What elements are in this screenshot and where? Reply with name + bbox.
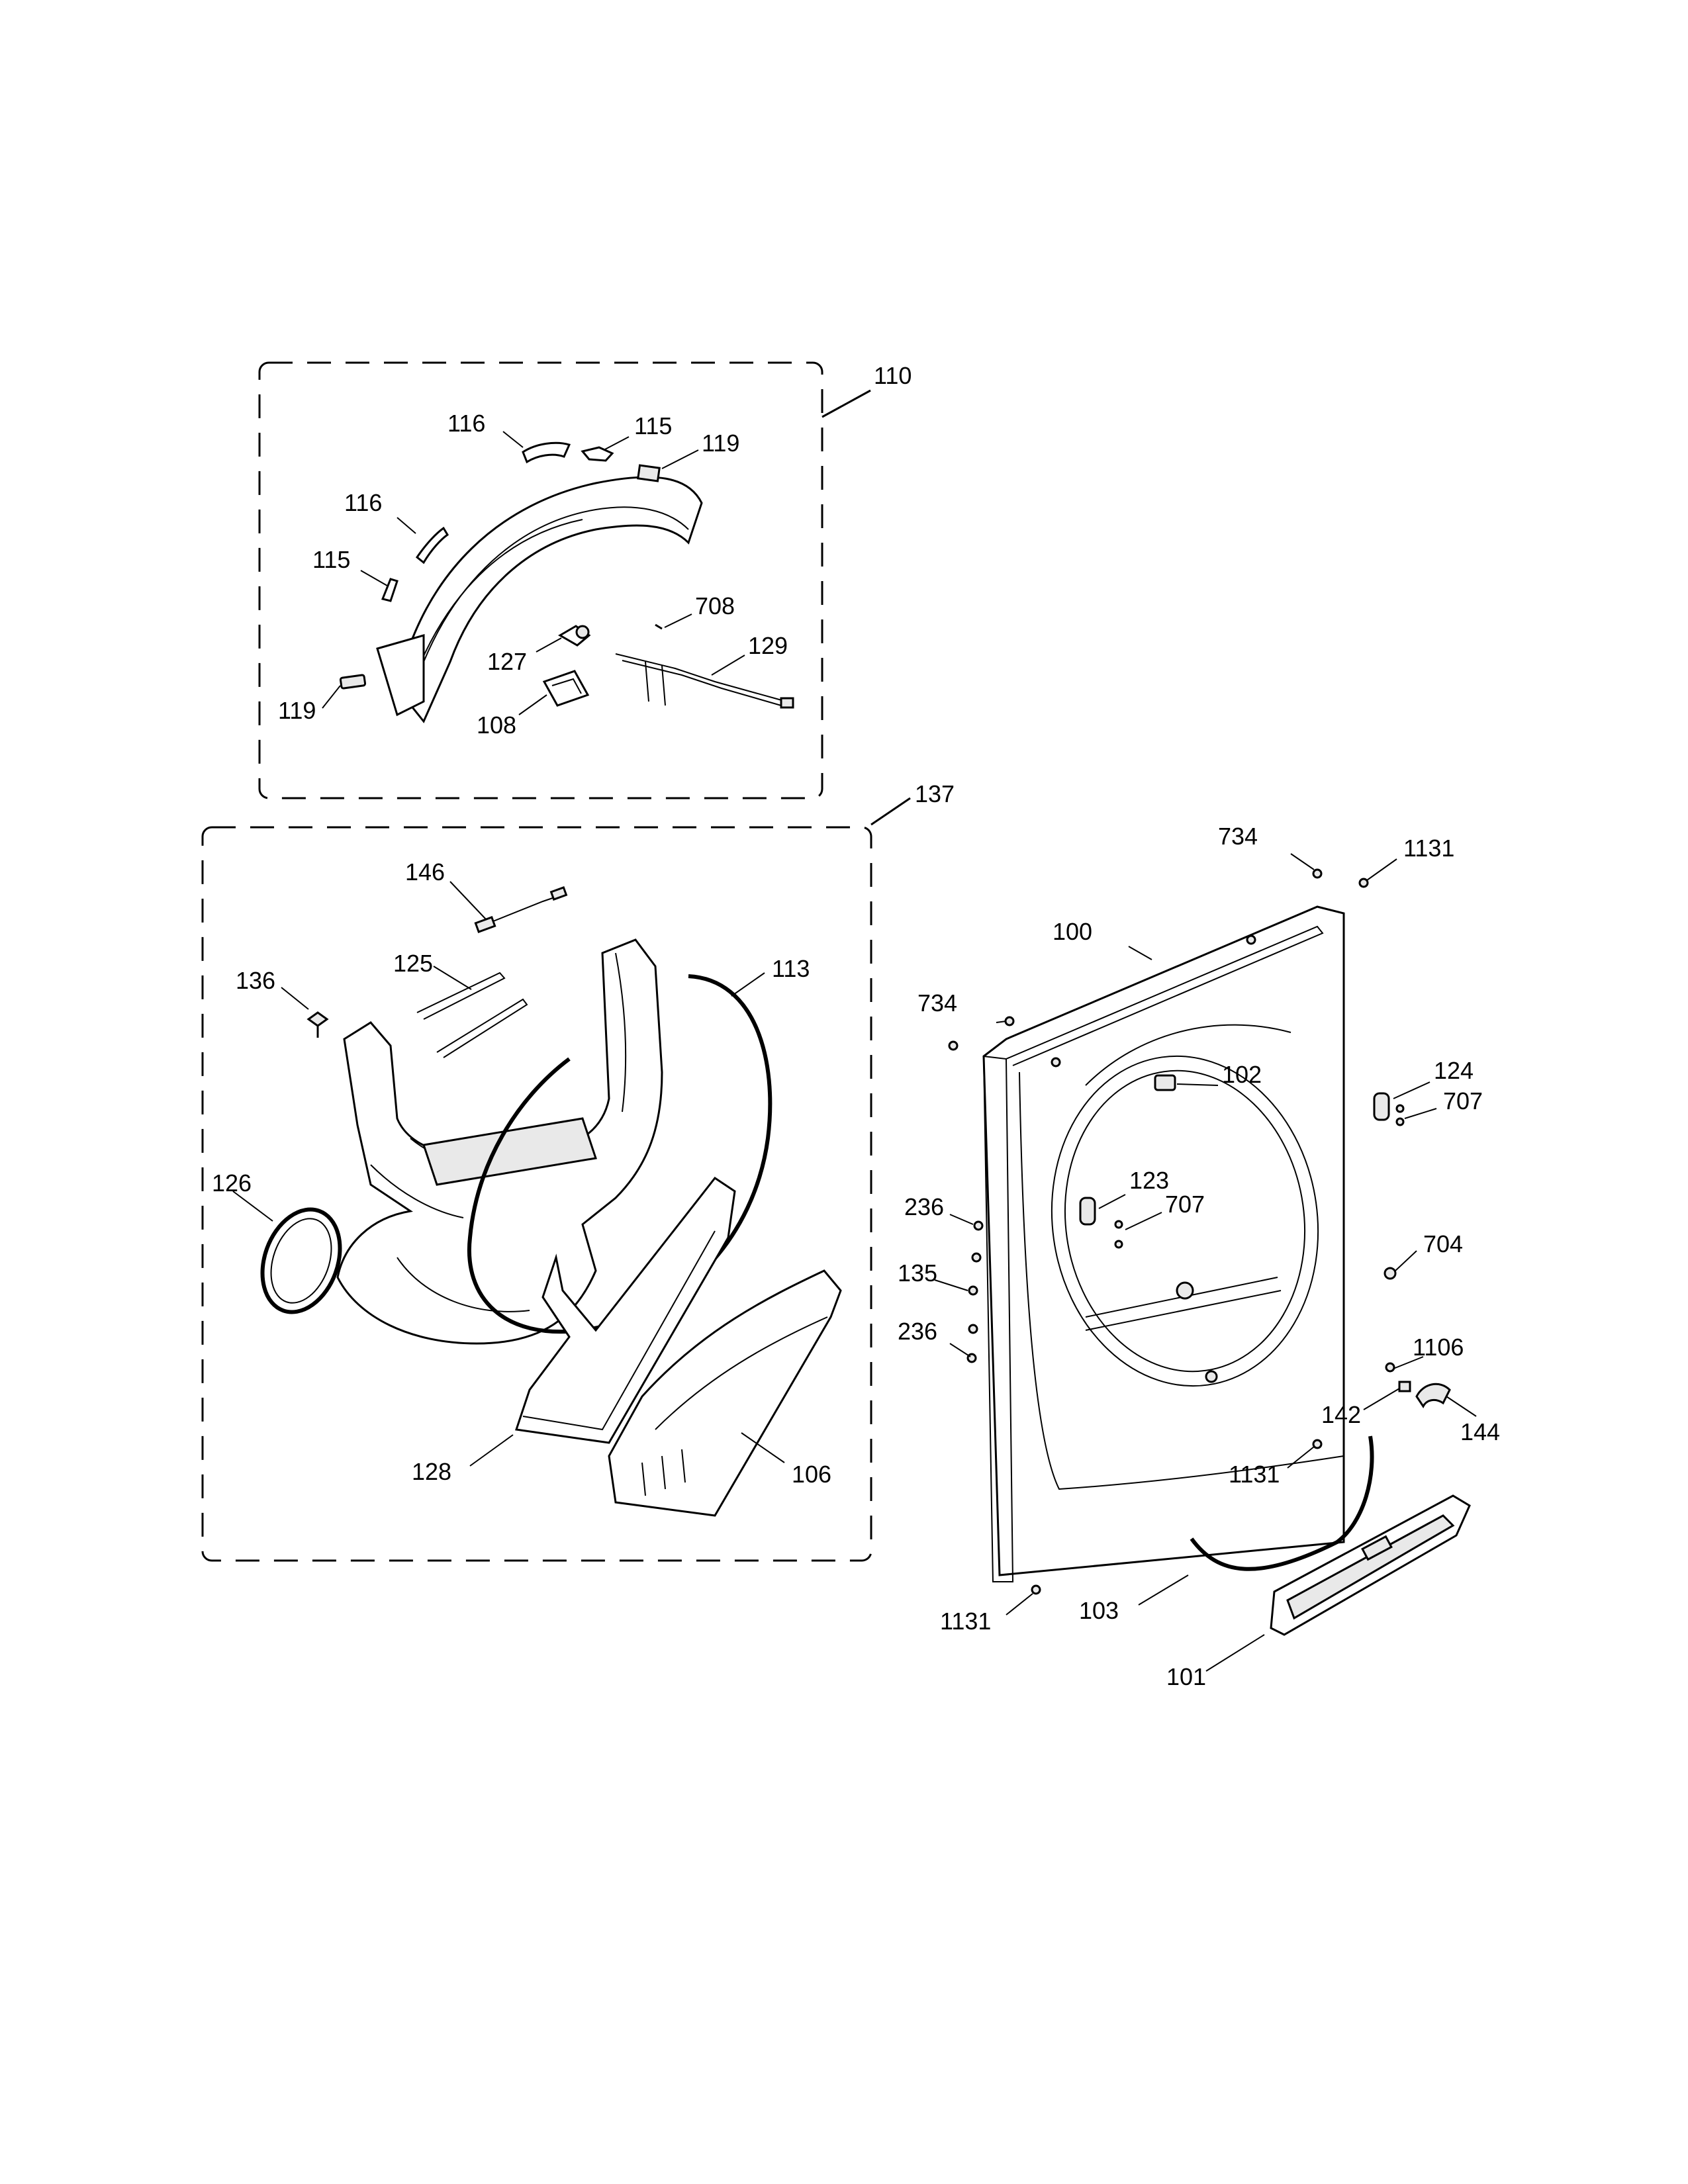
- callout-110: 110: [874, 362, 912, 389]
- part-119-bottom: [339, 674, 367, 690]
- part-708-screw: [655, 623, 663, 630]
- callout-707: 707: [1443, 1087, 1483, 1115]
- callout-707: 707: [1165, 1191, 1205, 1218]
- callout-labels: 110 116 115 119 116 115 708 127 129 119 …: [212, 362, 1500, 1690]
- callout-125: 125: [393, 950, 433, 977]
- callout-146: 146: [405, 858, 445, 886]
- callout-127: 127: [487, 648, 527, 675]
- part-136-fastener: [306, 1011, 329, 1038]
- duct-upper-part: [376, 476, 703, 723]
- callout-137: 137: [915, 780, 955, 807]
- part-129-harness: [615, 653, 794, 709]
- part-146-sensor: [474, 886, 568, 933]
- callout-126: 126: [212, 1169, 252, 1197]
- part-108-bracket: [542, 670, 590, 707]
- callout-136: 136: [236, 967, 275, 994]
- part-103-trim: [1190, 1435, 1374, 1571]
- callout-135: 135: [898, 1259, 937, 1287]
- part-119-top: [637, 464, 661, 482]
- part-124-strike: [1373, 1092, 1390, 1121]
- group-137-box: [201, 797, 911, 1562]
- callout-1131: 1131: [1403, 835, 1454, 862]
- part-101-dispenser: [1270, 1494, 1471, 1636]
- leaders-110: [322, 431, 745, 715]
- callout-101: 101: [1166, 1663, 1206, 1690]
- leaders-137: [232, 881, 785, 1467]
- callout-116: 116: [447, 410, 485, 437]
- callout-106: 106: [792, 1461, 831, 1488]
- callout-144: 144: [1460, 1418, 1500, 1445]
- callout-102: 102: [1222, 1061, 1262, 1088]
- callout-236: 236: [904, 1193, 944, 1220]
- part-115-top: [581, 446, 614, 462]
- screws: [948, 868, 1405, 1595]
- callout-129: 129: [748, 632, 788, 659]
- callout-142: 142: [1321, 1401, 1361, 1428]
- part-115-left: [381, 578, 399, 602]
- part-116-left: [415, 526, 449, 565]
- callout-115: 115: [634, 412, 672, 439]
- part-116-top: [522, 441, 571, 464]
- callout-704: 704: [1423, 1230, 1463, 1257]
- part-123-strike: [1079, 1197, 1096, 1226]
- callout-236: 236: [898, 1318, 937, 1345]
- callout-123: 123: [1129, 1167, 1169, 1194]
- callout-119: 119: [278, 697, 316, 724]
- callout-128: 128: [412, 1458, 451, 1485]
- callout-1131: 1131: [1229, 1461, 1280, 1488]
- part-128-panel: [515, 1176, 736, 1444]
- part-125-clips: [416, 972, 528, 1058]
- part-113-gasket: [467, 974, 773, 1334]
- callout-116: 116: [344, 489, 382, 516]
- callout-1106: 1106: [1413, 1334, 1464, 1361]
- callout-1131: 1131: [940, 1608, 991, 1635]
- callout-734: 734: [1218, 823, 1258, 850]
- callout-103: 103: [1079, 1597, 1119, 1624]
- callout-708: 708: [695, 592, 735, 619]
- part-126-seal: [260, 1207, 342, 1314]
- callout-119: 119: [702, 430, 739, 457]
- part-100-front-panel: [982, 905, 1345, 1582]
- callout-108: 108: [477, 711, 516, 739]
- part-106-cover: [608, 1269, 842, 1517]
- callout-115: 115: [312, 546, 350, 573]
- leaders-front: [934, 853, 1477, 1672]
- callout-734: 734: [917, 989, 957, 1017]
- callout-100: 100: [1053, 918, 1092, 945]
- part-142-clip: [1398, 1381, 1411, 1392]
- callout-113: 113: [772, 955, 810, 982]
- callout-124: 124: [1434, 1057, 1474, 1084]
- part-127-sensor: [558, 625, 591, 647]
- part-144-handle: [1415, 1383, 1451, 1408]
- part-102-latch: [1154, 1074, 1176, 1091]
- group-110-box: [258, 361, 871, 799]
